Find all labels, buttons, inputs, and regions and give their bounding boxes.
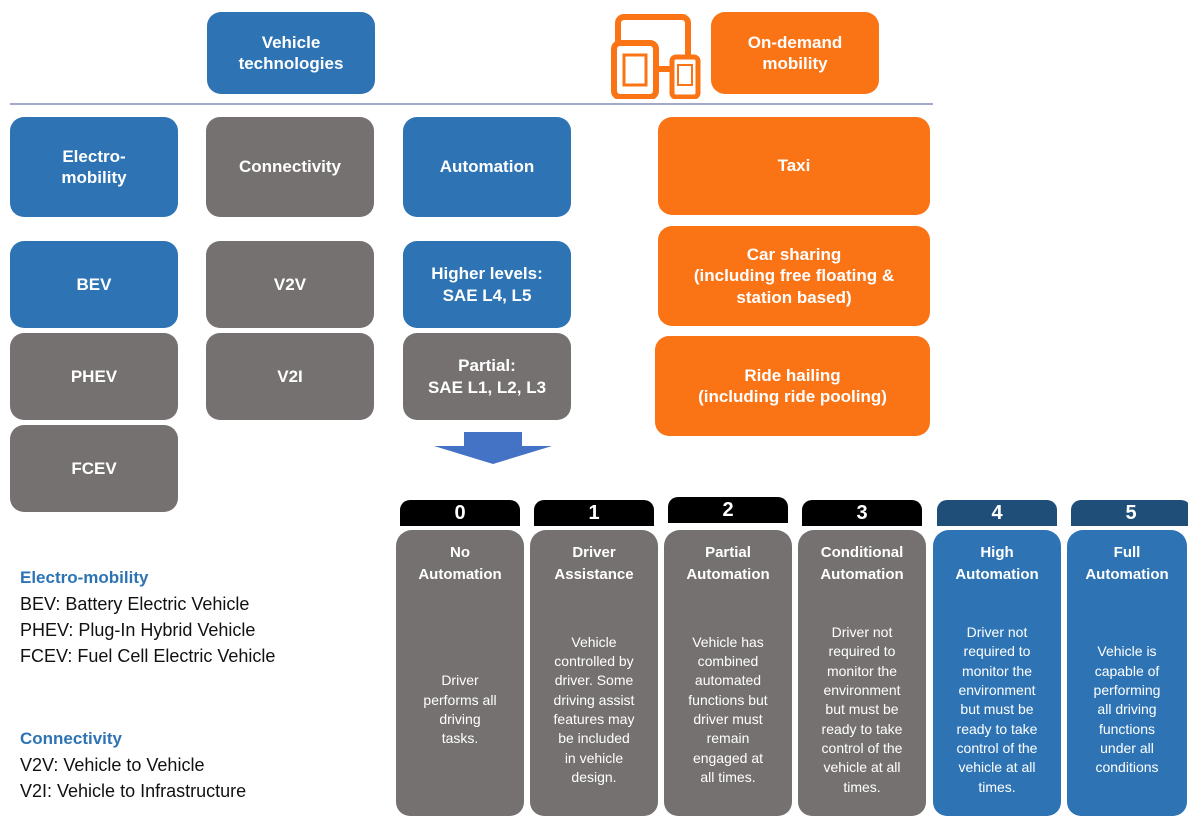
electro-mobility-legend: Electro-mobility BEV: Battery Electric V… xyxy=(20,566,275,669)
level-5-number: 5 xyxy=(1071,500,1188,526)
v2v-item: V2V xyxy=(206,241,374,328)
connectivity-legend-title: Connectivity xyxy=(20,729,123,748)
header-divider xyxy=(10,103,933,105)
level-1-description: Vehicle controlled by driver. Some drivi… xyxy=(553,633,635,785)
level-5-description: Vehicle is capable of performing all dri… xyxy=(1093,643,1161,776)
electro-mobility-legend-title: Electro-mobility xyxy=(20,568,149,587)
level-4-title: High Automation xyxy=(955,544,1039,583)
phev-item: PHEV xyxy=(10,333,178,420)
level-1-number: 1 xyxy=(534,500,654,526)
level-1-title: Driver Assistance xyxy=(554,544,634,583)
level-5-card: Full Automation Vehicle is capable of pe… xyxy=(1067,530,1187,816)
devices-icon xyxy=(611,14,701,99)
level-4-number: 4 xyxy=(937,500,1057,526)
level-2-number: 2 xyxy=(668,497,788,523)
on-demand-mobility-header: On-demand mobility xyxy=(711,12,879,94)
legend-line-bev: BEV: Battery Electric Vehicle xyxy=(20,593,250,614)
level-0-card: No Automation Driver performs all drivin… xyxy=(396,530,524,816)
connectivity-category: Connectivity xyxy=(206,117,374,217)
level-0-number: 0 xyxy=(400,500,520,526)
level-5-title: Full Automation xyxy=(1085,544,1169,583)
level-4-description: Driver not required to monitor the envir… xyxy=(956,624,1038,795)
level-2-title: Partial Automation xyxy=(686,544,770,583)
legend-line-v2i: V2I: Vehicle to Infrastructure xyxy=(20,780,247,801)
legend-line-v2v: V2V: Vehicle to Vehicle xyxy=(20,754,205,775)
level-2-description: Vehicle has combined automated functions… xyxy=(688,633,768,785)
vehicle-technologies-header: Vehicle technologies xyxy=(207,12,375,94)
level-0-title: No Automation xyxy=(418,544,502,583)
connectivity-legend: Connectivity V2V: Vehicle to Vehicle V2I… xyxy=(20,727,246,804)
level-4-card: High Automation Driver not required to m… xyxy=(933,530,1061,816)
ride-hailing-item: Ride hailing (including ride pooling) xyxy=(655,336,930,436)
level-3-card: Conditional Automation Driver not requir… xyxy=(798,530,926,816)
legend-line-phev: PHEV: Plug-In Hybrid Vehicle xyxy=(20,619,256,640)
taxi-category: Taxi xyxy=(658,117,930,215)
level-3-description: Driver not required to monitor the envir… xyxy=(821,624,903,795)
fcev-item: FCEV xyxy=(10,425,178,512)
partial-item: Partial: SAE L1, L2, L3 xyxy=(403,333,571,420)
higher-levels-item: Higher levels: SAE L4, L5 xyxy=(403,241,571,328)
electro-mobility-category: Electro- mobility xyxy=(10,117,178,217)
level-2-card: Partial Automation Vehicle has combined … xyxy=(664,530,792,816)
level-0-description: Driver performs all driving tasks. xyxy=(423,672,497,747)
v2i-item: V2I xyxy=(206,333,374,420)
legend-line-fcev: FCEV: Fuel Cell Electric Vehicle xyxy=(20,645,276,666)
level-1-card: Driver Assistance Vehicle controlled by … xyxy=(530,530,658,816)
level-3-number: 3 xyxy=(802,500,922,526)
down-arrow-icon xyxy=(434,432,552,464)
car-sharing-item: Car sharing (including free floating & s… xyxy=(658,226,930,326)
level-3-title: Conditional Automation xyxy=(820,544,904,583)
bev-item: BEV xyxy=(10,241,178,328)
automation-category: Automation xyxy=(403,117,571,217)
